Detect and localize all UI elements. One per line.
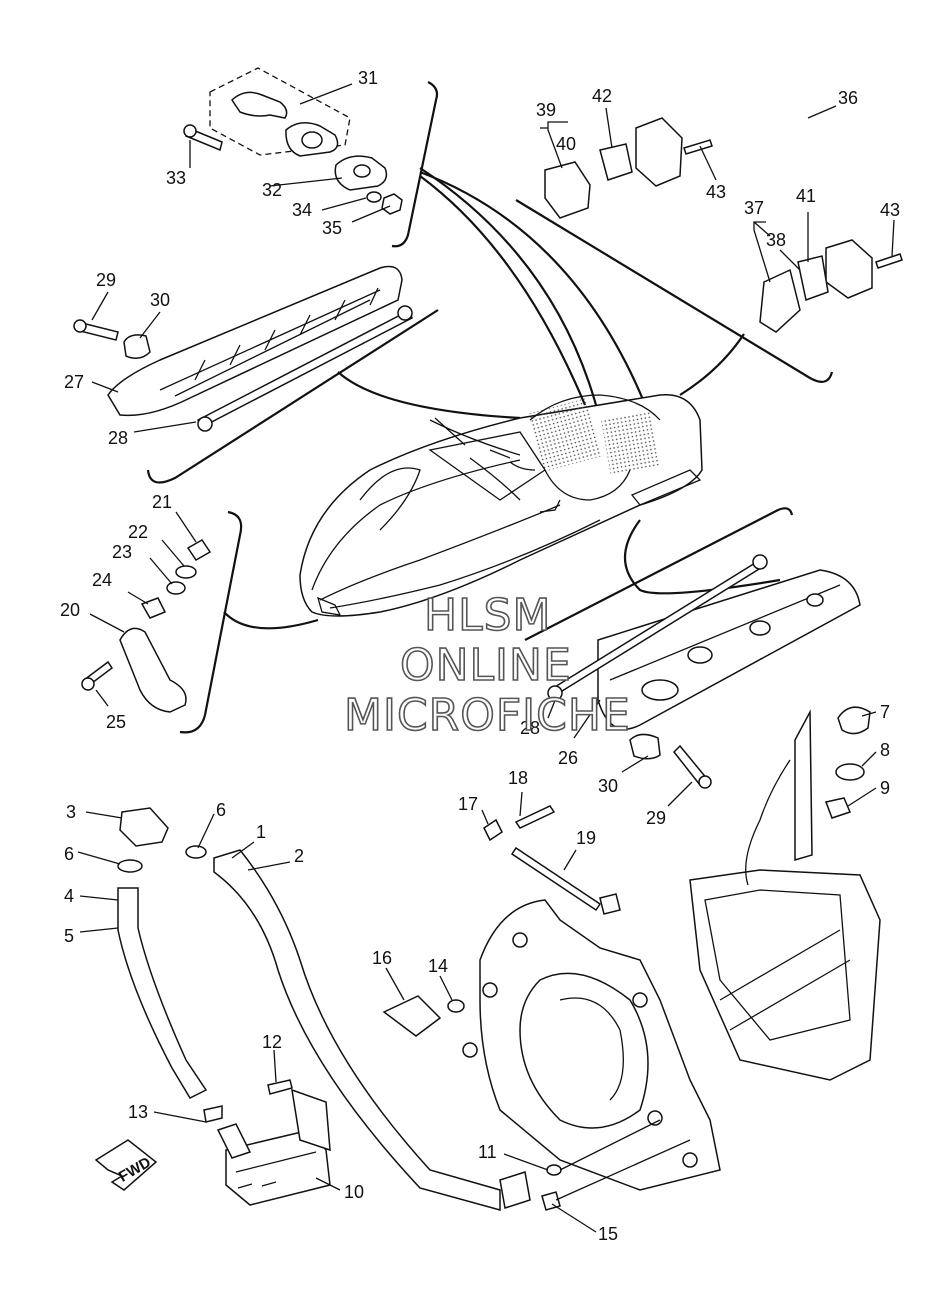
callout-21: 21 <box>152 492 172 512</box>
callout-29-top: 29 <box>96 270 116 290</box>
panel-border-top-right <box>515 199 834 383</box>
callout-12: 12 <box>262 1032 282 1052</box>
callout-9: 9 <box>880 778 890 798</box>
callout-16: 16 <box>372 948 392 968</box>
callout-24: 24 <box>92 570 112 590</box>
callout-3: 3 <box>66 802 76 822</box>
panel-border-mid-left <box>146 309 439 484</box>
callout-39: 39 <box>536 100 556 120</box>
callout-22: 22 <box>128 522 148 542</box>
pump-housing-group <box>382 706 881 1211</box>
callout-32: 32 <box>262 180 282 200</box>
callout-42: 42 <box>592 86 612 106</box>
callout-35: 35 <box>322 218 342 238</box>
callout-26: 26 <box>558 748 578 768</box>
key-switch-group <box>183 67 403 215</box>
hose-group <box>94 807 531 1211</box>
callout-17: 17 <box>458 794 478 814</box>
callout-6-left: 6 <box>64 844 74 864</box>
callout-1: 1 <box>256 822 266 842</box>
callout-34: 34 <box>292 200 312 220</box>
callout-40: 40 <box>556 134 576 154</box>
callout-28-top: 28 <box>108 428 128 448</box>
callout-8: 8 <box>880 740 890 760</box>
callout-23: 23 <box>112 542 132 562</box>
handle-grab-group <box>544 60 903 333</box>
callout-6-right: 6 <box>216 800 226 820</box>
watermark: HLSM ONLINE MICROFICHE <box>343 589 631 742</box>
upper-rail-group <box>73 265 413 432</box>
handle-group <box>81 539 212 713</box>
callout-31: 31 <box>358 68 378 88</box>
callout-30-bottom: 30 <box>598 776 618 796</box>
callout-15: 15 <box>598 1224 618 1244</box>
callout-19: 19 <box>576 828 596 848</box>
callout-25: 25 <box>106 712 126 732</box>
callout-30-top: 30 <box>150 290 170 310</box>
callout-43-right: 43 <box>880 200 900 220</box>
watermark-line-3: MICROFICHE <box>344 690 631 741</box>
callout-33: 33 <box>166 168 186 188</box>
callout-5: 5 <box>64 926 74 946</box>
callout-4: 4 <box>64 886 74 906</box>
callout-2: 2 <box>294 846 304 866</box>
watercraft-body <box>299 393 703 617</box>
panel-border-mid-right <box>524 507 794 641</box>
callout-38: 38 <box>766 230 786 250</box>
callout-27: 27 <box>64 372 84 392</box>
lower-rail-group <box>547 554 861 789</box>
panel-border-left <box>179 510 243 734</box>
callout-leaders <box>77 83 895 1233</box>
callout-7: 7 <box>880 702 890 722</box>
callout-18: 18 <box>508 768 528 788</box>
panel-border-top <box>391 81 439 248</box>
callout-11: 11 <box>478 1142 497 1162</box>
callout-29-bottom: 29 <box>646 808 666 828</box>
callout-13: 13 <box>128 1102 148 1122</box>
callout-10: 10 <box>344 1182 364 1202</box>
callout-20: 20 <box>60 600 80 620</box>
watermark-line-1: HLSM <box>424 590 552 641</box>
callout-14: 14 <box>428 956 448 976</box>
callout-41: 41 <box>796 186 816 206</box>
callout-28-bottom: 28 <box>520 718 540 738</box>
callout-numbers: 31 33 32 34 35 39 40 42 36 43 43 37 41 3… <box>60 68 900 1244</box>
callout-36: 36 <box>838 88 858 108</box>
watermark-line-2: ONLINE <box>400 640 572 691</box>
callout-43-top: 43 <box>706 182 726 202</box>
callout-37: 37 <box>744 198 764 218</box>
